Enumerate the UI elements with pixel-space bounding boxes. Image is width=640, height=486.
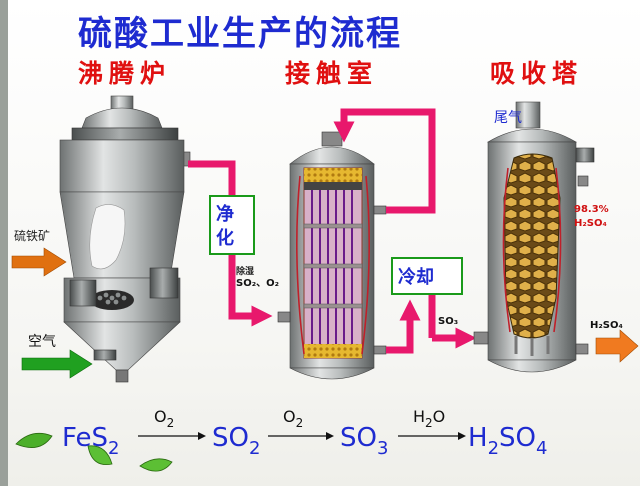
- gas-in-label: SO₂、O₂: [236, 278, 279, 289]
- product-arrow: [595, 329, 639, 363]
- acid-concentration-label: 98.3%: [574, 204, 609, 215]
- contact-chamber: [277, 131, 387, 380]
- page-title: 硫酸工业生产的流程: [78, 14, 402, 54]
- absorption-tower: [473, 101, 595, 373]
- boiling-furnace: [59, 95, 191, 383]
- acid-product-label: H₂SO₄: [590, 320, 623, 331]
- purify-box: [209, 195, 255, 255]
- pyrite-arrow: [11, 247, 67, 277]
- recirculation-pipe: [333, 108, 436, 214]
- air-arrow: [21, 349, 93, 379]
- purified-gas-label: 除湿: [236, 265, 254, 277]
- reaction-equation: FeS2 O2 SO2 O2 SO3 H2O H2SO4: [15, 407, 547, 472]
- reagent-o2-second: O2: [283, 407, 303, 430]
- stage-label-absorber: 吸收塔: [490, 59, 584, 88]
- air-label: 空气: [28, 334, 56, 350]
- stage-label-furnace: 沸腾炉: [78, 59, 172, 88]
- purify-label-1: 净: [216, 203, 234, 225]
- reagent-h2o: H2O: [413, 407, 445, 430]
- formula-h2so4: H2SO4: [468, 423, 547, 459]
- cooling-label: 冷却: [398, 266, 434, 288]
- pyrite-label: 硫铁矿: [14, 228, 50, 243]
- so3-out-label: SO₃: [438, 316, 458, 327]
- formula-so2: SO2: [212, 423, 260, 459]
- formula-so3: SO3: [340, 423, 388, 459]
- purify-label-2: 化: [216, 227, 234, 249]
- tail-gas-label: 尾气: [494, 110, 522, 126]
- acid-feed-label: H₂SO₄: [574, 218, 607, 229]
- formula-fes2: FeS2: [62, 423, 120, 459]
- leaf-decoration: [15, 432, 173, 472]
- reagent-o2-first: O2: [154, 407, 174, 430]
- cooling-box: [391, 257, 463, 295]
- cooling-return-pipe: [386, 299, 421, 354]
- process-diagram: 净 化 冷却 硫铁矿 空气 除湿 SO₂、O₂ SO₃ 尾气 98.3% H₂S…: [11, 95, 639, 383]
- stage-label-contact: 接触室: [285, 59, 379, 88]
- left-edge-bar: [0, 0, 8, 486]
